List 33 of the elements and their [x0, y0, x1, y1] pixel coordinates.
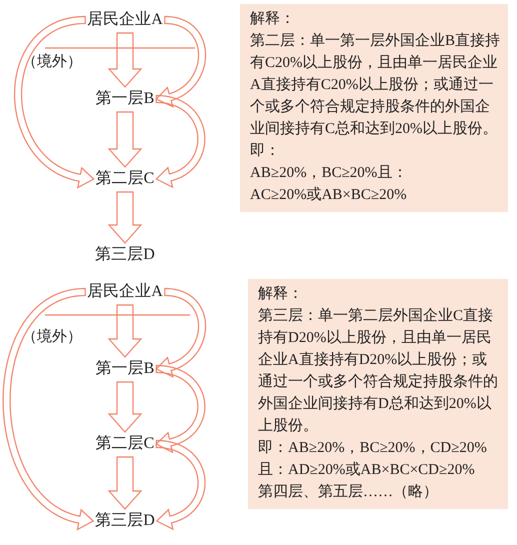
note-text: 即：AB≥20%，BC≥20%，CD≥20%且：AD≥20%或AB×BC×CD≥20% — [258, 439, 488, 480]
note-heading: 解释： — [250, 10, 296, 29]
entity-label: 居民企业A — [87, 10, 163, 30]
entity-label: 第二层C — [96, 434, 154, 454]
hollow-arrow — [108, 32, 142, 88]
note-text: AB≥20%，BC≥20%且： — [250, 164, 408, 183]
region-label: （境外） — [22, 52, 82, 72]
note-text: 第三层：单一第二层外国企业C直接持有D20%以上股份，且由单一居民企业A直接持有D20%以上股份；或通过一个或多个符合规定持股条件的外国企业间接持有D总和达到20%以上股份。 — [258, 306, 499, 436]
note-text: AC≥20%或AB×BC≥20% — [250, 186, 408, 205]
hollow-arrow — [2, 288, 94, 531]
hollow-arrow — [155, 94, 206, 188]
entity-label: 第一层B — [96, 89, 154, 109]
note-text: 第二层：单一第一层外国企业B直接持有C20%以上股份，且由单一居民企业A直接持有C20%以上股份；或通过一个或多个符合规定持股条件的外国企业间接持有C总和达到20%以上股份。即： — [250, 32, 500, 161]
note-box — [240, 4, 508, 212]
note-box — [248, 279, 508, 509]
note-text: 第四层、第五层……（略） — [258, 483, 439, 502]
hollow-arrow — [155, 364, 206, 454]
hollow-arrow — [14, 16, 95, 189]
entity-label: 第一层B — [96, 359, 154, 379]
entity-label: 第三层D — [95, 511, 155, 531]
hollow-arrow — [156, 440, 206, 530]
hollow-arrow — [108, 191, 142, 244]
hollow-arrow — [108, 304, 142, 358]
hollow-arrow — [108, 456, 142, 510]
hollow-arrow — [108, 381, 142, 433]
entity-label: 第二层C — [96, 169, 154, 189]
entity-label: 居民企业A — [87, 282, 163, 302]
note-heading: 解释： — [258, 284, 304, 304]
hollow-arrow — [155, 16, 206, 108]
region-label: （境外） — [22, 328, 82, 347]
entity-label: 第三层D — [95, 245, 155, 265]
hollow-arrow — [108, 111, 142, 168]
hollow-arrow — [155, 288, 206, 378]
